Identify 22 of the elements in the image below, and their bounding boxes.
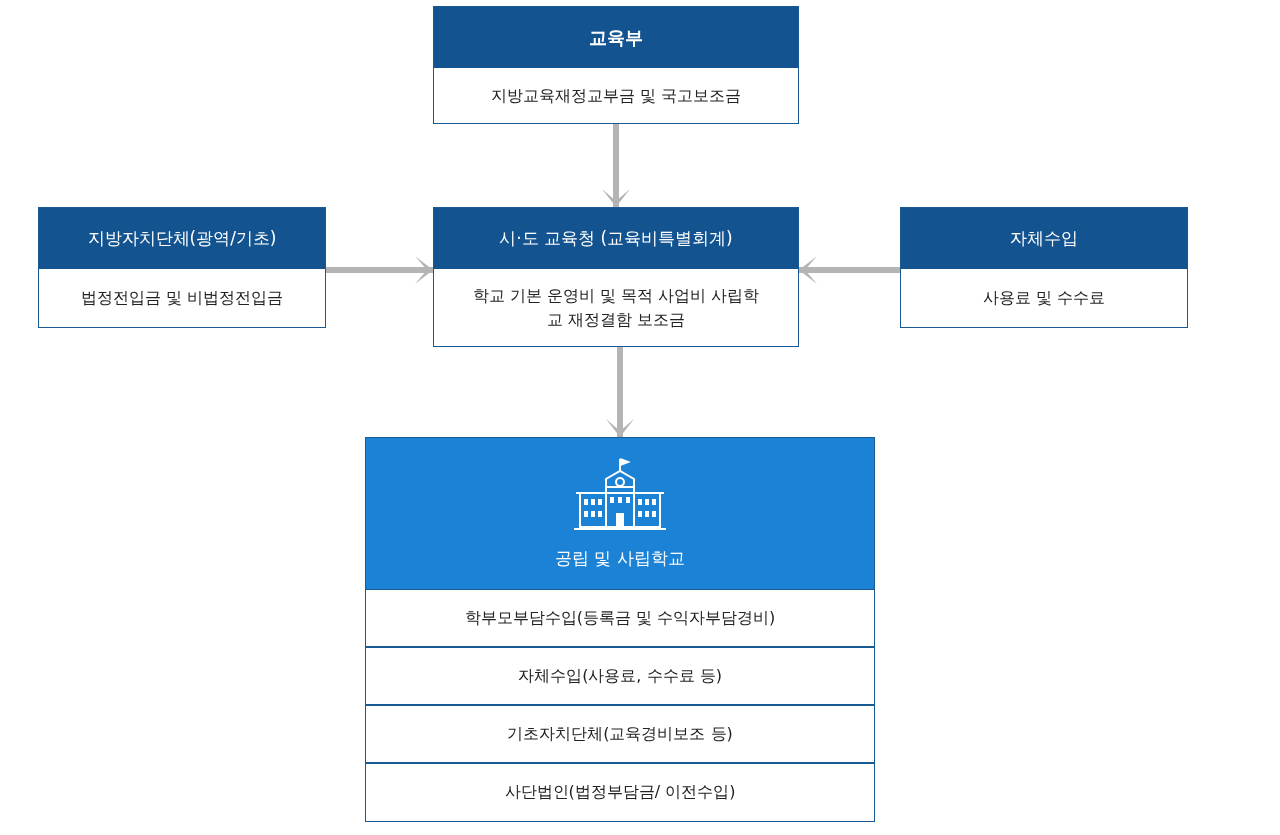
box-text: 학교 기본 운영비 및 목적 사업비 사립학교 재정결함 보조금 (471, 284, 761, 331)
arrow (799, 256, 900, 284)
box-title: 시·도 교육청 (교육비특별회계) (499, 227, 733, 250)
arrow (602, 124, 630, 207)
arrow (326, 256, 433, 284)
table-row: 기초자치단체(교육경비보조 등) (365, 705, 875, 763)
arrow (606, 347, 634, 437)
info-box (38, 207, 326, 328)
info-box (900, 207, 1188, 328)
box-title: 자체수입 (1010, 227, 1078, 250)
box-text: 사용료 및 수수료 (982, 287, 1106, 309)
table-row: 사단법인(법정부담금/ 이전수입) (365, 763, 875, 822)
box-title: 교육부 (589, 25, 643, 50)
info-box (433, 207, 799, 347)
table-row: 자체수입(사용료, 수수료 등) (365, 647, 875, 705)
info-box (365, 437, 875, 821)
table-row: 학부모부담수입(등록금 및 수익자부담경비) (365, 589, 875, 647)
info-box (433, 6, 799, 124)
box-text: 법정전입금 및 비법정전입금 (80, 287, 284, 309)
box-title: 공립 및 사립학교 (555, 547, 685, 570)
box-text: 지방교육재정교부금 및 국고보조금 (490, 84, 742, 107)
box-title: 지방자치단체(광역/기초) (87, 227, 277, 250)
